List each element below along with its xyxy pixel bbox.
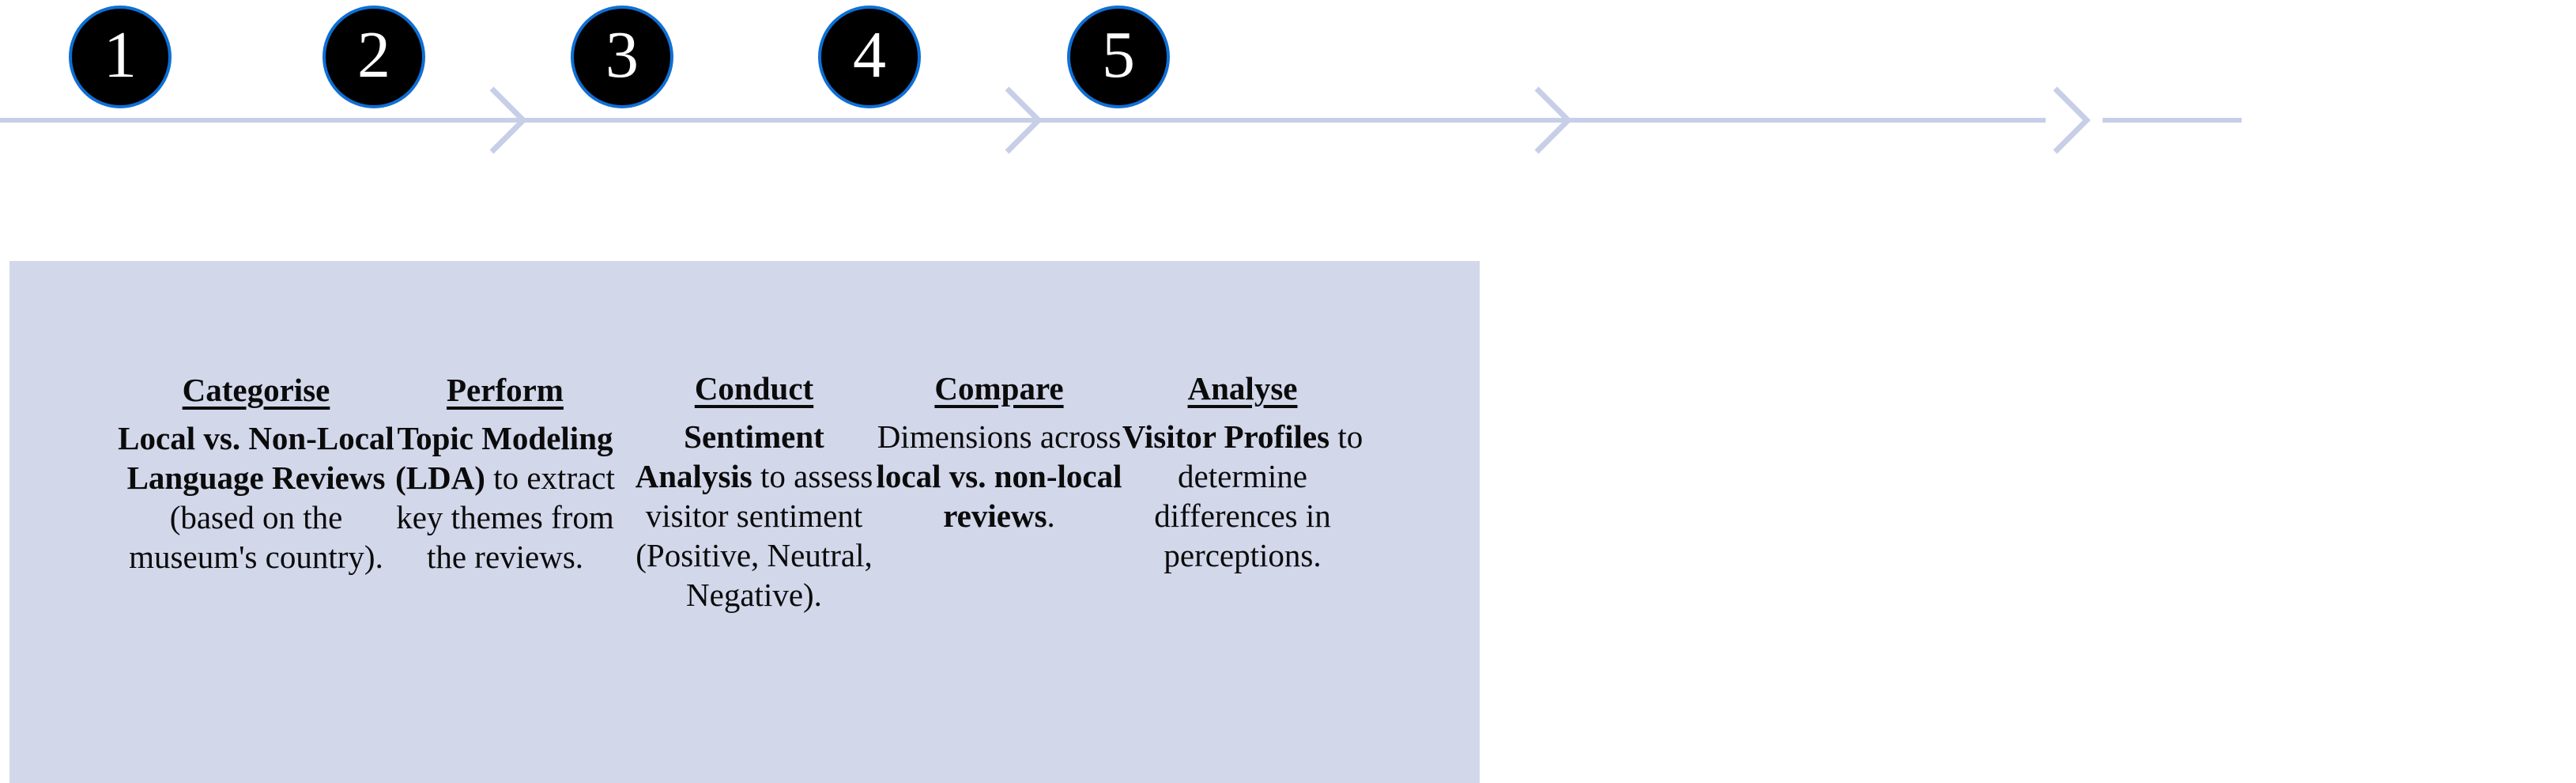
step-circle-5[interactable]: 5 <box>1067 6 1170 108</box>
callout-title-4: Compare <box>934 370 1064 407</box>
chevron-1 <box>489 86 527 154</box>
callout-title-3: Conduct <box>694 370 814 407</box>
step-circle-2[interactable]: 2 <box>322 6 425 108</box>
step-number-1: 1 <box>104 18 137 92</box>
callout-shape-5 <box>1005 261 1480 783</box>
step-number-2: 2 <box>357 18 390 92</box>
callout-title-2: Perform <box>447 372 564 408</box>
chevron-3 <box>1534 86 1572 154</box>
step-circle-4[interactable]: 4 <box>818 6 921 108</box>
step-circle-3[interactable]: 3 <box>571 6 673 108</box>
chevron-4 <box>2053 86 2091 154</box>
callout-title-5: Analyse <box>1187 370 1298 407</box>
step-number-5: 5 <box>1102 18 1135 92</box>
step-circle-1[interactable]: 1 <box>69 6 172 108</box>
chevron-2 <box>1005 86 1043 154</box>
step-number-4: 4 <box>853 18 886 92</box>
callout-title-1: Categorise <box>182 372 330 408</box>
step-number-3: 3 <box>605 18 639 92</box>
